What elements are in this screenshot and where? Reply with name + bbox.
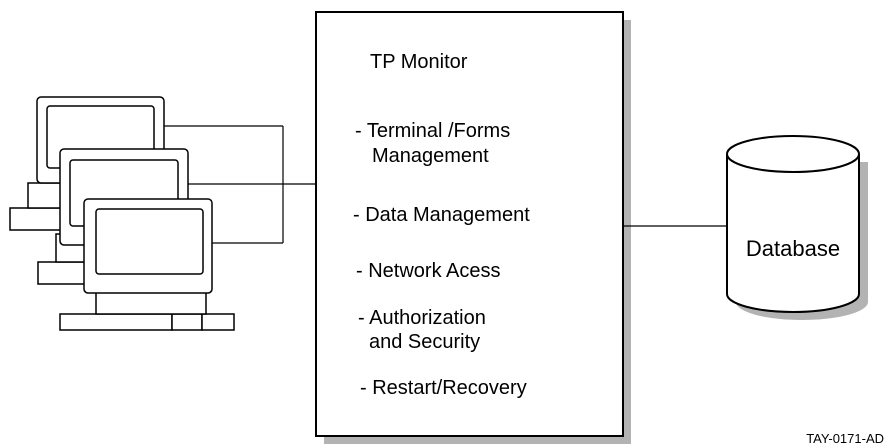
database-cylinder bbox=[726, 135, 868, 320]
monitor-item-2: - Data Management bbox=[353, 204, 530, 226]
monitor-item-1-line1: - Terminal /Forms bbox=[355, 120, 510, 142]
terminal-3-keyboard-keypad bbox=[171, 313, 203, 331]
monitor-item-5: - Restart/Recovery bbox=[360, 377, 527, 399]
database-label: Database bbox=[746, 236, 840, 261]
terminal-3-screen bbox=[95, 208, 204, 275]
monitor-item-4-line1: - Authorization bbox=[358, 307, 486, 329]
terminal-3 bbox=[59, 198, 235, 331]
terminal-connectors bbox=[164, 125, 316, 244]
database-body bbox=[726, 154, 860, 313]
monitor-item-1-line2: Management bbox=[372, 145, 489, 167]
terminal-3-keyboard-main bbox=[59, 313, 173, 331]
monitor-title: TP Monitor bbox=[370, 51, 468, 73]
database-top bbox=[726, 135, 860, 173]
monitor-item-3: - Network Acess bbox=[356, 260, 500, 282]
terminal-3-keyboard-numpad bbox=[201, 313, 235, 331]
monitor-box bbox=[315, 11, 624, 437]
monitor-item-4-line2: and Security bbox=[369, 331, 480, 353]
figure-id: TAY-0171-AD bbox=[806, 431, 884, 446]
